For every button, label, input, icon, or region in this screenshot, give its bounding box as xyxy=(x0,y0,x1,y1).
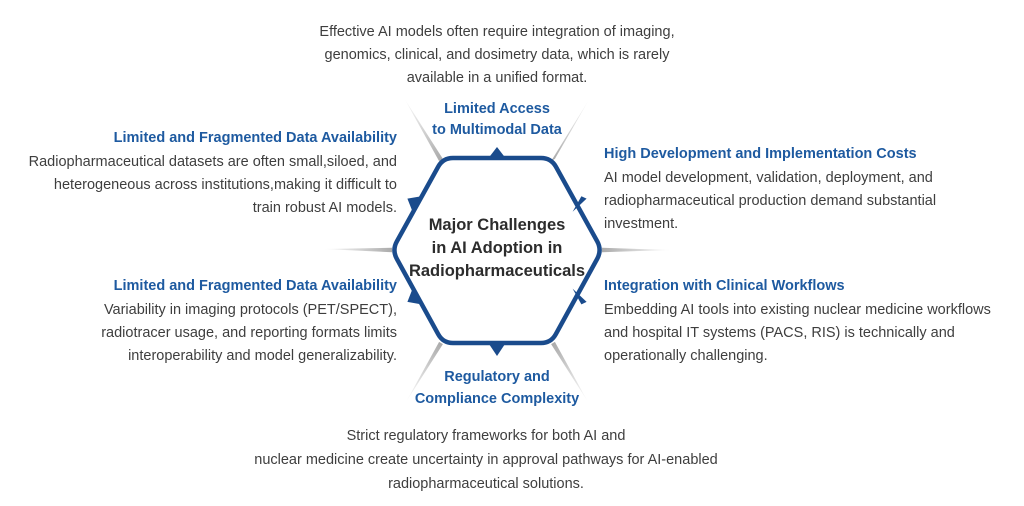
arrow-down-right-icon xyxy=(572,288,587,305)
arrow-up-right-icon xyxy=(572,196,587,212)
top-note: Effective AI models often require integr… xyxy=(277,21,717,90)
spoke-label-regulatory-complexity: Regulatory and Compliance Complexity xyxy=(377,366,617,410)
arrow-up-left-icon xyxy=(407,196,422,212)
text-line: nuclear medicine create uncertainty in a… xyxy=(254,452,718,468)
text-line: Regulatory and xyxy=(444,369,550,385)
text-line: and hospital IT systems (PACS, RIS) is t… xyxy=(604,325,955,341)
text-line: radiotracer usage, and reporting formats… xyxy=(101,325,397,341)
spoke-title: High Development and Implementation Cost… xyxy=(604,146,917,162)
ray-top-left xyxy=(404,98,443,162)
text-line: interoperability and model generalizabil… xyxy=(128,348,397,364)
text-line: operationally challenging. xyxy=(604,348,768,364)
spoke-block-data-availability-top: Limited and Fragmented Data Availability… xyxy=(17,127,397,220)
diagram-title-line: Major Challenges xyxy=(428,216,566,234)
text-line: AI model development, validation, deploy… xyxy=(604,170,933,186)
text-line: Embedding AI tools into existing nuclear… xyxy=(604,302,991,318)
text-line: Compliance Complexity xyxy=(414,391,580,407)
text-line: Radiopharmaceutical datasets are often s… xyxy=(28,154,397,170)
text-line: Effective AI models often require integr… xyxy=(319,24,675,40)
spoke-title: Limited and Fragmented Data Availability xyxy=(113,130,397,146)
spoke-body: Variability in imaging protocols (PET/SP… xyxy=(17,299,397,368)
text-line: available in a unified format. xyxy=(406,70,588,86)
text-line: to Multimodal Data xyxy=(432,122,562,138)
ray-left xyxy=(323,247,392,253)
ray-right xyxy=(602,247,672,253)
spoke-body: Embedding AI tools into existing nuclear… xyxy=(604,299,1019,368)
text-line: investment. xyxy=(604,216,679,232)
ray-top-right xyxy=(551,98,590,162)
ray-bottom-right xyxy=(551,341,588,402)
spoke-body: Radiopharmaceutical datasets are often s… xyxy=(17,151,397,220)
text-line: heterogeneous across institutions,making… xyxy=(53,177,397,193)
text-line: radiopharmaceutical solutions. xyxy=(388,476,584,492)
bottom-note: Strict regulatory frameworks for both AI… xyxy=(186,424,786,496)
text-line: genomics, clinical, and dosimetry data, … xyxy=(324,47,670,63)
spoke-body: AI model development, validation, deploy… xyxy=(604,167,1009,236)
arrow-down-left-icon xyxy=(407,288,422,305)
spoke-block-clinical-workflows: Integration with Clinical Workflows Embe… xyxy=(604,275,1019,368)
text-line: Variability in imaging protocols (PET/SP… xyxy=(103,302,397,318)
diagram-title-line: Radiopharmaceuticals xyxy=(408,262,586,280)
text-line: radiopharmaceutical production demand su… xyxy=(604,193,937,209)
spoke-block-development-costs: High Development and Implementation Cost… xyxy=(604,143,1009,236)
spoke-title: Limited and Fragmented Data Availability xyxy=(113,278,397,294)
spoke-block-data-availability-bottom: Limited and Fragmented Data Availability… xyxy=(17,275,397,368)
arrow-down-icon xyxy=(487,341,507,356)
spoke-title: Integration with Clinical Workflows xyxy=(604,278,845,294)
text-line: train robust AI models. xyxy=(252,200,397,216)
diagram-title: Major Challenges in AI Adoption in Radio… xyxy=(377,214,617,283)
ray-bottom-left xyxy=(406,341,443,402)
spoke-label-multimodal-data: Limited Access to Multimodal Data xyxy=(397,99,597,141)
hexagon-shape xyxy=(392,155,602,346)
text-line: Limited Access xyxy=(444,101,550,117)
diagram-title-line: in AI Adoption in xyxy=(431,239,563,257)
text-line: Strict regulatory frameworks for both AI… xyxy=(346,428,626,444)
arrow-up-icon xyxy=(487,147,507,160)
